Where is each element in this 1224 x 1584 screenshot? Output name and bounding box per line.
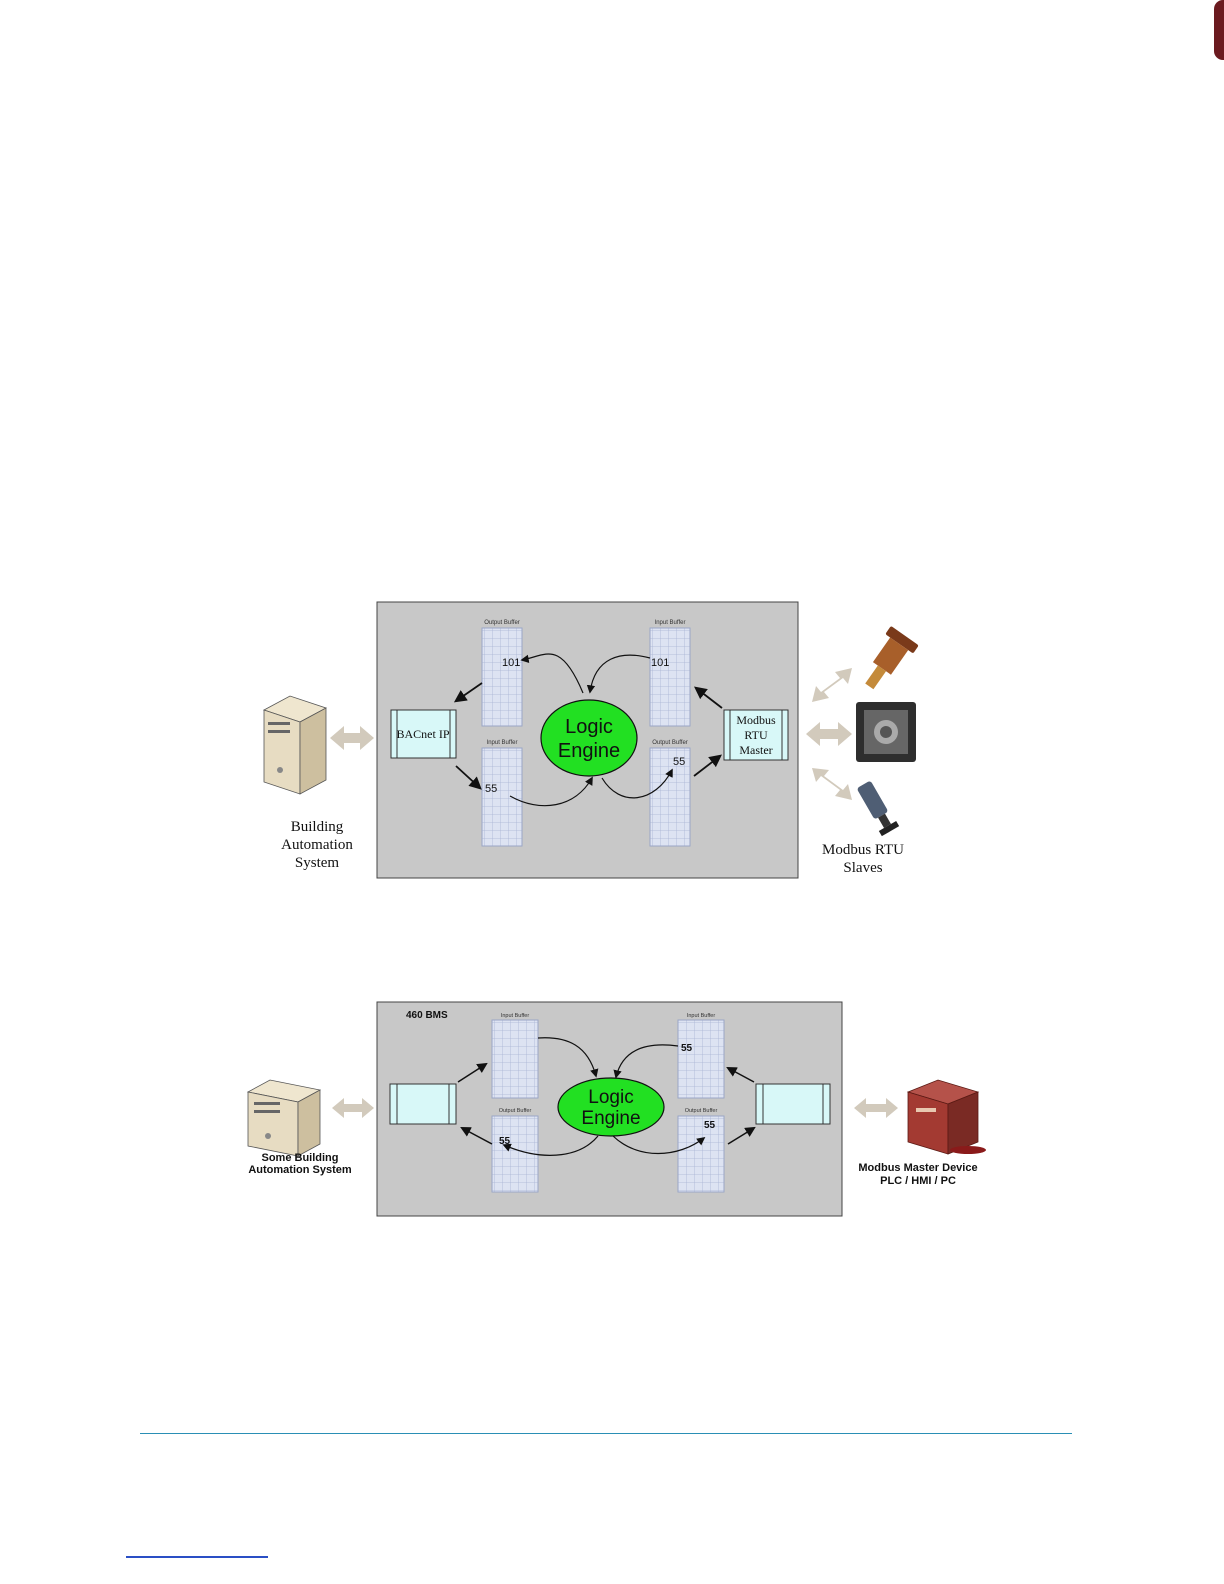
logic-engine bbox=[557, 1077, 665, 1137]
flow-arrow bbox=[612, 1135, 706, 1154]
buffer-value: 101 bbox=[502, 657, 520, 669]
buffer-value: 101 bbox=[651, 657, 669, 669]
flow-arrow bbox=[586, 654, 651, 694]
buffer-label: Input Buffer bbox=[687, 1013, 716, 1019]
panel-meter-icon bbox=[856, 702, 916, 762]
bas-caption: Some Building bbox=[262, 1152, 339, 1164]
buffer-label: Output Buffer bbox=[499, 1108, 532, 1114]
slaves-caption: Modbus RTU bbox=[822, 842, 904, 858]
bas-server-icon bbox=[246, 1079, 322, 1157]
buffer-label: Output Buffer bbox=[652, 740, 688, 746]
temperature-sensor-icon bbox=[865, 626, 919, 690]
output-buffer-bottom-right bbox=[677, 1115, 725, 1193]
buffer-value: 55 bbox=[681, 1043, 693, 1054]
modbus-driver-box bbox=[755, 1083, 831, 1125]
flow-arrow bbox=[453, 682, 483, 703]
input-buffer-top-right bbox=[649, 627, 691, 727]
bacnet-ip-label: BACnet IP bbox=[396, 727, 449, 741]
logic-engine bbox=[540, 699, 638, 777]
bas-caption: Automation System bbox=[248, 1164, 352, 1176]
modbus-master-device-icon bbox=[906, 1079, 986, 1155]
flow-arrow bbox=[520, 653, 584, 694]
buffer-label: Input Buffer bbox=[655, 620, 686, 626]
logic-engine-label: Logic bbox=[565, 716, 613, 738]
modbus-master-label: Master bbox=[739, 743, 772, 757]
pressure-sensor-icon bbox=[857, 781, 900, 837]
slaves-caption: Slaves bbox=[843, 860, 882, 876]
diagram-460-bms: 460 BMS Input Buffer Input Buffer Output… bbox=[246, 1001, 986, 1217]
bas-server-icon bbox=[262, 695, 328, 795]
bacnet-ip-driver bbox=[390, 709, 457, 759]
logic-engine-label: Logic bbox=[588, 1087, 633, 1108]
bas-caption: Building bbox=[291, 819, 344, 835]
output-buffer-top-left bbox=[481, 627, 523, 727]
modbus-rtu-master-driver bbox=[723, 709, 789, 761]
output-buffer-bottom-right bbox=[649, 747, 691, 847]
flow-arrow bbox=[601, 768, 673, 799]
input-buffer-top-right bbox=[677, 1019, 725, 1099]
input-buffer-bottom-left bbox=[481, 747, 523, 847]
flow-arrow bbox=[693, 754, 722, 777]
flow-arrow bbox=[537, 1037, 599, 1078]
bas-exchange-arrow bbox=[330, 726, 374, 750]
scroll-thumb[interactable] bbox=[1214, 0, 1224, 60]
flow-arrow bbox=[502, 1135, 599, 1156]
footer-link-underline[interactable] bbox=[126, 1556, 268, 1558]
buffer-value: 55 bbox=[485, 783, 497, 795]
bas-caption: System bbox=[295, 855, 340, 871]
flow-arrow bbox=[613, 1044, 679, 1079]
master-caption: Modbus Master Device bbox=[858, 1162, 977, 1174]
flow-arrow bbox=[457, 1062, 488, 1083]
flow-arrow bbox=[727, 1126, 756, 1145]
buffer-value: 55 bbox=[673, 756, 685, 768]
slave-exchange-arrow bbox=[812, 668, 852, 702]
footer-rule bbox=[140, 1433, 1072, 1434]
buffer-label: Output Buffer bbox=[484, 620, 520, 626]
modbus-master-label: Modbus bbox=[736, 713, 776, 727]
buffer-value: 55 bbox=[704, 1120, 716, 1131]
flow-arrow bbox=[726, 1067, 755, 1083]
master-exchange-arrow bbox=[854, 1098, 898, 1118]
input-buffer-top-left bbox=[491, 1019, 539, 1099]
flow-arrow bbox=[694, 686, 723, 709]
logic-engine-label: Engine bbox=[581, 1108, 640, 1129]
flow-arrow bbox=[509, 776, 593, 807]
flow-arrow bbox=[460, 1127, 493, 1145]
diagram-bacnet-modbus-rtu: Output Buffer Input Buffer Input Buffer … bbox=[262, 601, 919, 879]
bas-caption: Automation bbox=[281, 837, 353, 853]
panel-title: 460 BMS bbox=[406, 1010, 448, 1021]
bacnet-driver-box bbox=[389, 1083, 457, 1125]
modbus-master-label: RTU bbox=[744, 728, 768, 742]
master-caption: PLC / HMI / PC bbox=[880, 1175, 956, 1187]
page-edge-scrollbar[interactable] bbox=[1208, 0, 1224, 1584]
buffer-label: Output Buffer bbox=[685, 1108, 718, 1114]
bas-exchange-arrow bbox=[332, 1098, 374, 1118]
slave-exchange-arrow bbox=[806, 722, 852, 746]
flow-arrow bbox=[455, 765, 482, 790]
buffer-label: Input Buffer bbox=[487, 740, 518, 746]
buffer-value: 55 bbox=[499, 1136, 511, 1147]
buffer-label: Input Buffer bbox=[501, 1013, 530, 1019]
logic-engine-label: Engine bbox=[558, 740, 620, 762]
slave-exchange-arrow bbox=[812, 768, 852, 800]
